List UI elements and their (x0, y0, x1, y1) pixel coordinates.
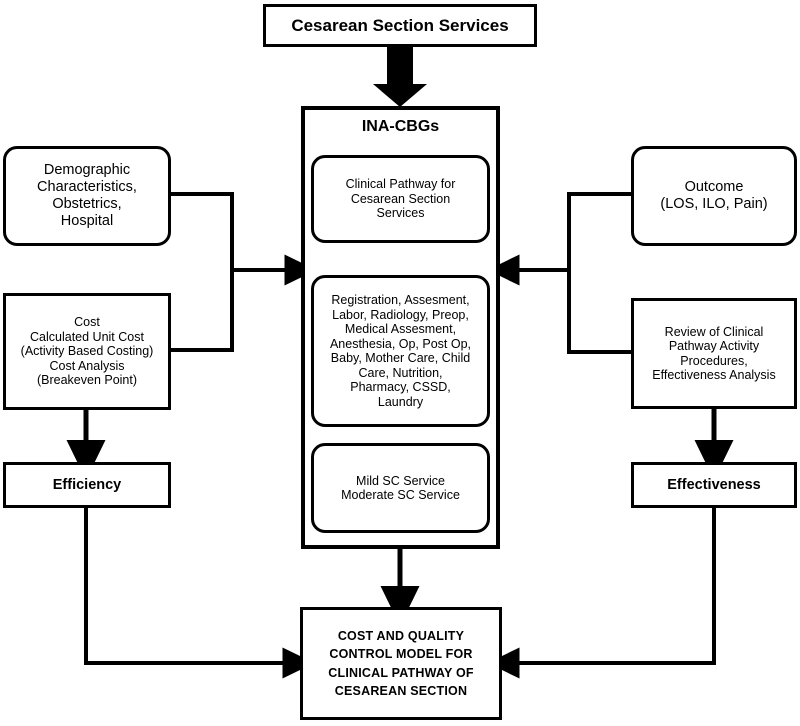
node-label: Mild SC Service Moderate SC Service (341, 473, 460, 503)
node-label: Efficiency (52, 476, 122, 493)
node-review-of-clinical-pathway[interactable]: Review of Clinical Pathway Activity Proc… (631, 298, 797, 409)
node-label: Clinical Pathway for Cesarean Section Se… (345, 177, 456, 221)
node-label: Cost Calculated Unit Cost (Activity Base… (20, 315, 154, 388)
node-label: Review of Clinical Pathway Activity Proc… (652, 324, 776, 383)
node-label: INA-CBGs (361, 117, 440, 135)
node-ina-cbgs-title: INA-CBGs (301, 112, 500, 142)
connector-efficiency-to-model (84, 508, 315, 679)
node-label: Registration, Assesment, Labor, Radiolog… (329, 293, 472, 409)
node-cost-and-quality-control-model[interactable]: COST AND QUALITY CONTROL MODEL FOR CLINI… (300, 607, 502, 720)
node-clinical-pathway[interactable]: Clinical Pathway for Cesarean Section Se… (311, 155, 490, 243)
node-outcome[interactable]: Outcome (LOS, ILO, Pain) (631, 146, 797, 246)
connector-left-merge (171, 192, 317, 352)
connector-right-merge (487, 192, 631, 354)
node-cost[interactable]: Cost Calculated Unit Cost (Activity Base… (3, 293, 171, 410)
node-demographic-characteristics[interactable]: Demographic Characteristics, Obstetrics,… (3, 146, 171, 246)
node-effectiveness[interactable]: Effectiveness (631, 462, 797, 508)
node-cesarean-section-services[interactable]: Cesarean Section Services (263, 4, 537, 47)
node-efficiency[interactable]: Efficiency (3, 462, 171, 508)
node-label: Effectiveness (667, 476, 761, 493)
connector-effectiveness-to-model (487, 508, 716, 679)
node-sc-service[interactable]: Mild SC Service Moderate SC Service (311, 443, 490, 533)
node-label: Demographic Characteristics, Obstetrics,… (37, 162, 137, 229)
node-label: COST AND QUALITY CONTROL MODEL FOR CLINI… (328, 629, 474, 698)
node-activities[interactable]: Registration, Assesment, Labor, Radiolog… (311, 275, 490, 427)
connector-top-to-inacbg (373, 47, 427, 107)
node-label: Cesarean Section Services (291, 15, 509, 35)
node-label: Outcome (LOS, ILO, Pain) (660, 179, 768, 212)
